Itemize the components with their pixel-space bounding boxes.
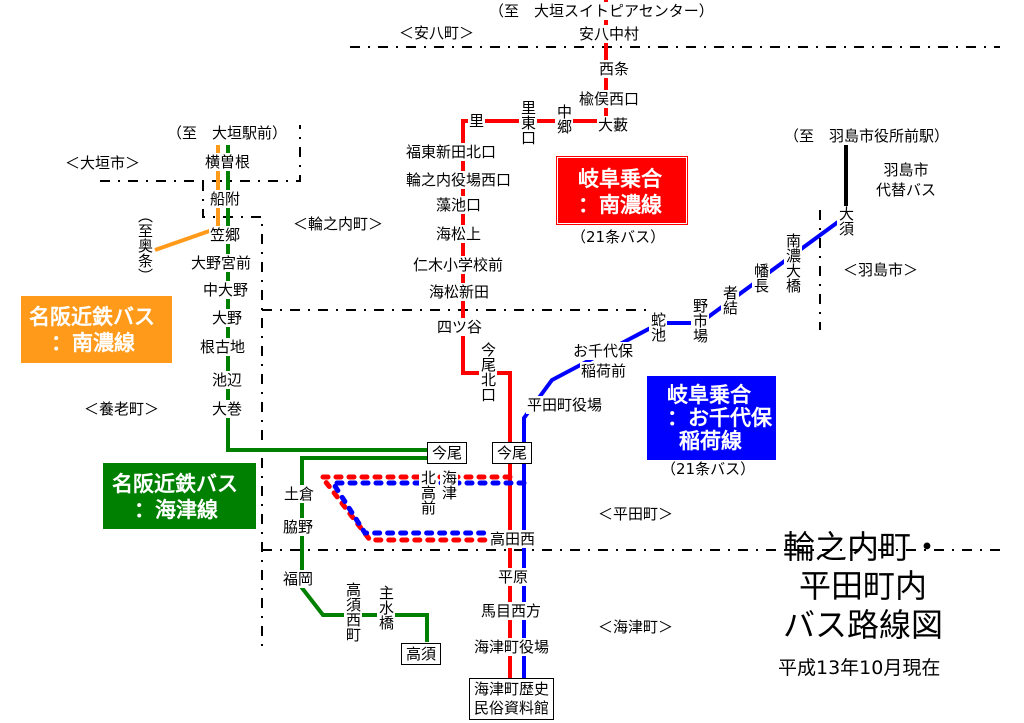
region-hirata: ＜平田町＞ <box>598 505 674 523</box>
station-label: 平原 <box>497 568 530 586</box>
destination-suitopia: （至 大垣スイトピアセンター） <box>488 2 715 20</box>
meihan-kaizu-line-north <box>226 145 430 452</box>
title-line-1: 輪之内町・ <box>783 528 944 566</box>
municipal-boundaries <box>100 46 1000 650</box>
station-label: 池辺 <box>211 371 244 389</box>
museum-line-1: 海津町歴史 <box>474 680 550 698</box>
station-label: 里東口 <box>519 100 537 145</box>
station-label: 者結 <box>721 285 739 315</box>
region-ogaki: ＜大垣市＞ <box>65 154 141 172</box>
station-label: 根古地 <box>199 338 247 356</box>
region-hashima: ＜羽島市＞ <box>843 261 919 279</box>
legend-line-1: 羽島市 <box>883 161 929 179</box>
station-label: お千代保 <box>572 342 635 360</box>
station-label: 里 <box>468 112 486 130</box>
station-label: 安八中村 <box>578 25 641 43</box>
legend-line-2: 代替バス <box>876 181 937 199</box>
legend-gifu-ochiyobo: 岐阜乗合 ：お千代保 稲荷線 <box>647 376 776 460</box>
region-yoro: ＜養老町＞ <box>84 400 160 418</box>
legend-line-2: ：南濃線 <box>578 193 662 217</box>
boundary-yoro <box>202 181 263 650</box>
station-label: 大須 <box>837 206 855 236</box>
station-label: 脇野 <box>282 518 315 536</box>
destination-ogaki-station: （至 大垣駅前） <box>166 124 289 142</box>
station-label: 福岡 <box>282 570 315 588</box>
station-label: 福東新田北口 <box>405 143 498 161</box>
station-label: 海津 <box>440 470 458 500</box>
legend-hashima-alt: 羽島市 代替バス <box>875 160 937 200</box>
station-label: 海松新田 <box>428 283 491 301</box>
station-label: 西条 <box>598 60 631 78</box>
station-label: 四ツ谷 <box>436 318 484 336</box>
station-label: 高田西 <box>489 530 537 548</box>
region-wanouchi: ＜輪之内町＞ <box>293 215 384 233</box>
station-label: 大野宮前 <box>190 254 253 272</box>
terminal-takasu: 高須 <box>401 643 442 665</box>
station-label: 大巻 <box>211 400 244 418</box>
station-label: 大野 <box>211 309 244 327</box>
title-line-2: 平田町内 <box>799 567 928 605</box>
station-label: 仁木小学校前 <box>412 256 505 274</box>
station-label: 南濃大橋 <box>784 233 802 293</box>
terminal-museum: 海津町歴史 民俗資料館 <box>469 678 555 720</box>
station-label: 土倉 <box>283 485 316 503</box>
legend-meihan-nanno: 名阪近鉄バス ：南濃線 <box>21 296 172 363</box>
legend-line-3: 稲荷線 <box>679 429 742 453</box>
title-line-3: バス路線図 <box>783 606 944 644</box>
legend-note: （21条バス） <box>661 460 756 478</box>
legend-line-1: 名阪近鉄バス <box>29 305 155 329</box>
meihan-kaizu-line-south <box>300 456 430 642</box>
legend-meihan-kaizu: 名阪近鉄バス ：海津線 <box>103 463 256 529</box>
station-label: 高須西町 <box>344 582 362 642</box>
station-label: 野市場 <box>691 298 709 343</box>
station-label: 蛇池 <box>649 312 667 342</box>
station-label: 幡長 <box>752 263 770 293</box>
station-label: 海松上 <box>435 225 483 243</box>
station-label: 船附 <box>209 190 242 208</box>
destination-okujo: （至奥条） <box>136 208 154 283</box>
legend-line-1: 名阪近鉄バス <box>112 472 238 496</box>
station-label: 大藪 <box>597 116 630 134</box>
destination-hashima-station: （至 羽島市役所前駅） <box>783 127 951 145</box>
legend-line-1: 岐阜乗合 <box>578 167 662 191</box>
station-label: 海津町役場 <box>473 638 551 656</box>
station-label: 楡俣西口 <box>578 90 641 108</box>
region-anpachi: ＜安八町＞ <box>399 24 475 42</box>
legend-line-2: ：お千代保 <box>667 406 772 430</box>
station-label: 輪之内役場西口 <box>405 171 513 189</box>
terminal-imao-green: 今尾 <box>427 442 468 464</box>
station-label: 笠郷 <box>209 226 242 244</box>
gifu-nanno-loop <box>316 474 513 543</box>
station-label: 中郷 <box>555 104 573 134</box>
station-label: 主水橋 <box>377 585 395 630</box>
station-label: 馬目西方 <box>480 602 543 620</box>
legend-line-2: ：南濃線 <box>51 331 135 355</box>
boundary-ogaki <box>100 125 301 182</box>
station-label: 今尾北口 <box>479 342 497 402</box>
legend-line-1: 岐阜乗合 <box>667 383 751 407</box>
museum-line-2: 民俗資料館 <box>474 699 550 717</box>
terminal-imao-red: 今尾 <box>492 442 533 464</box>
station-label: 北高前 <box>419 470 437 515</box>
legend-gifu-nanno: 岐阜乗合 ：南濃線 <box>556 156 688 225</box>
map-title: 輪之内町・ 平田町内 バス路線図 <box>783 528 943 645</box>
map-date: 平成13年10月現在 <box>778 657 941 679</box>
legend-line-2: ：海津線 <box>134 498 218 522</box>
station-label: 横曽根 <box>204 153 252 171</box>
station-label: 稲荷前 <box>580 362 628 380</box>
legend-note: （21条バス） <box>571 228 666 246</box>
station-label: 中大野 <box>202 281 250 299</box>
region-kaizu: ＜海津町＞ <box>598 618 674 636</box>
station-label: 藻池口 <box>435 196 483 214</box>
station-label: 平田町役場 <box>526 396 604 414</box>
